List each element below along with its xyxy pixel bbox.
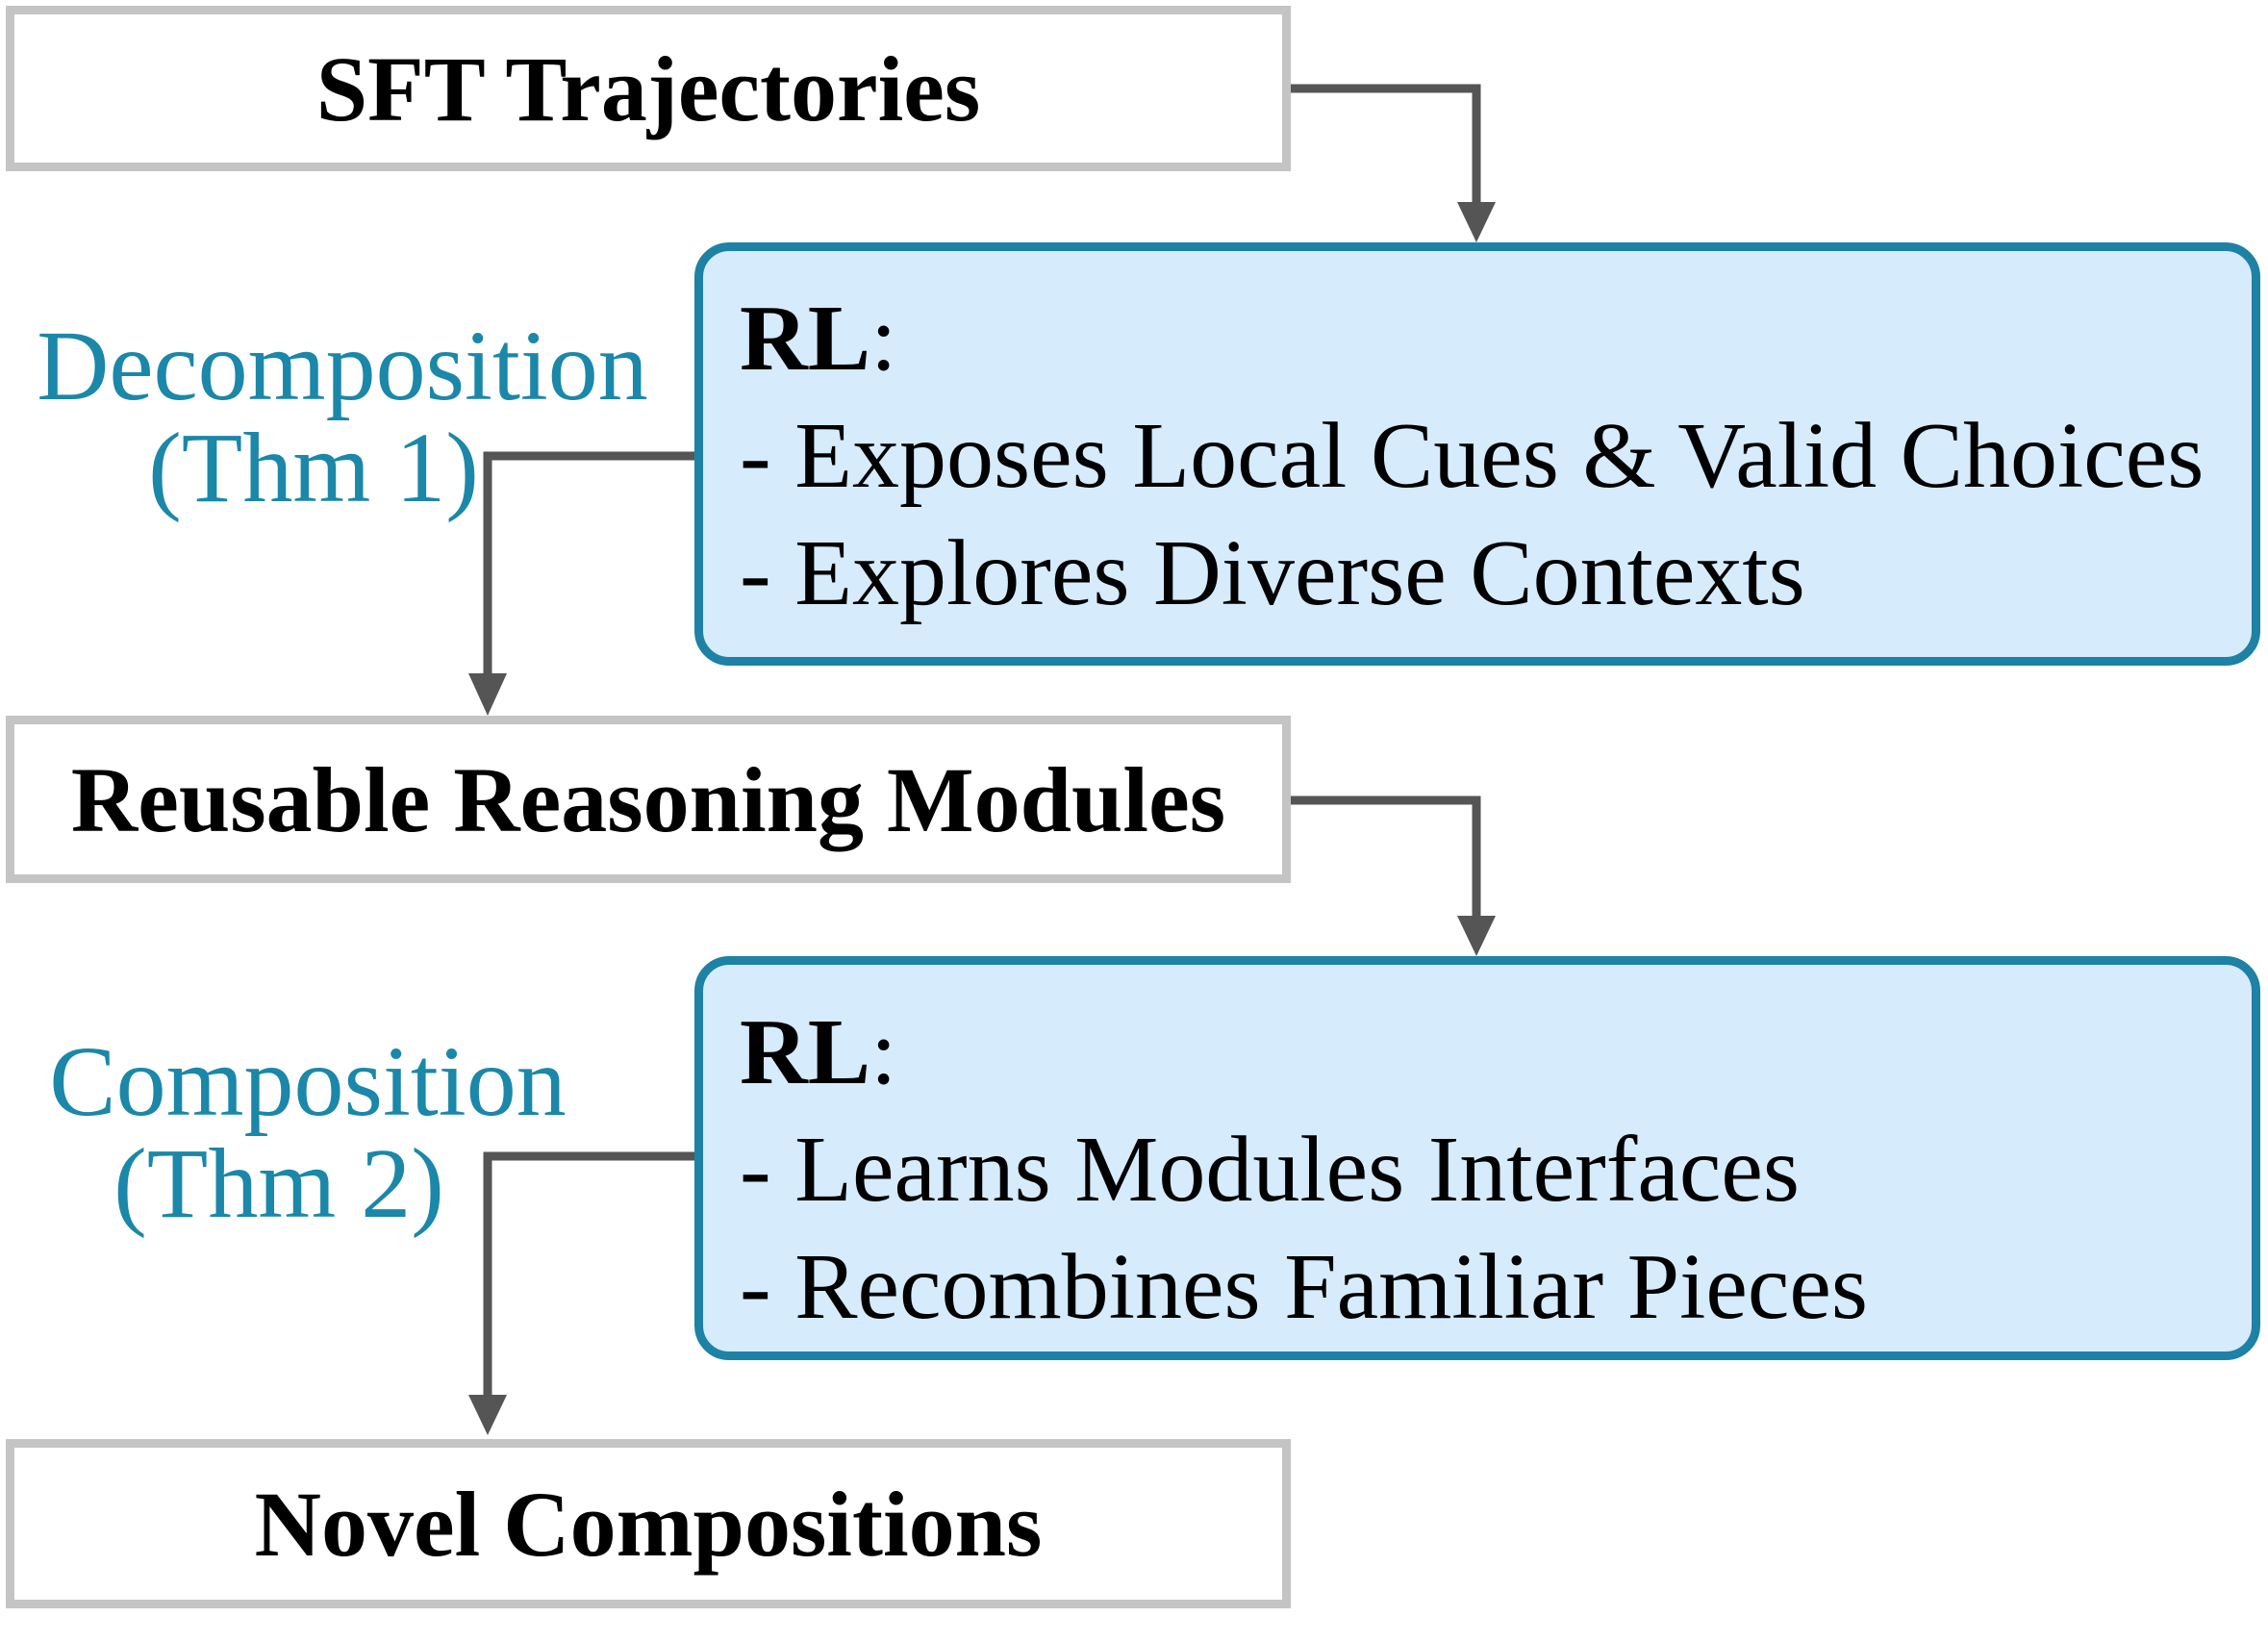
novel-compositions-label: Novel Compositions xyxy=(254,1472,1043,1576)
rl-decomposition-heading: RL: xyxy=(740,287,897,391)
sft-trajectories-label: SFT Trajectories xyxy=(315,37,981,140)
arrow-modules-to-rl2 xyxy=(1289,796,1481,916)
composition-name: Composition xyxy=(49,1026,567,1137)
composition-label: Composition (Thm 2) xyxy=(0,1031,616,1235)
decomposition-theorem: (Thm 1) xyxy=(148,413,479,523)
rl-decomposition-item: - Explores Diverse Contexts xyxy=(740,521,1805,625)
reusable-modules-label: Reusable Reasoning Modules xyxy=(70,747,1226,851)
rl-decomposition-item: - Exposes Local Cues & Valid Choices xyxy=(740,404,2205,508)
rl-decomposition-box: RL: - Exposes Local Cues & Valid Choices… xyxy=(694,242,2260,666)
arrow-sft-to-rl1 xyxy=(1289,84,1481,202)
arrowhead-modules-to-rl2 xyxy=(1457,916,1496,956)
arrow-rl1-to-modules xyxy=(483,451,694,673)
rl-composition-box: RL: - Learns Modules Interfaces - Recomb… xyxy=(694,956,2260,1360)
rl-composition-item: - Learns Modules Interfaces xyxy=(740,1118,1801,1222)
arrowhead-rl1-to-modules xyxy=(468,673,507,716)
sft-trajectories-box: SFT Trajectories xyxy=(6,6,1291,171)
novel-compositions-box: Novel Compositions xyxy=(6,1439,1291,1608)
arrowhead-sft-to-rl1 xyxy=(1457,202,1496,242)
arrowhead-rl2-to-novel xyxy=(468,1395,507,1435)
decomposition-name: Decomposition xyxy=(37,311,648,421)
rl-composition-heading: RL: xyxy=(740,1000,897,1104)
rl-composition-item: - Recombines Familiar Pieces xyxy=(740,1235,1868,1339)
arrow-rl2-to-novel xyxy=(483,1151,694,1395)
decomposition-label: Decomposition (Thm 1) xyxy=(0,316,685,519)
reusable-modules-box: Reusable Reasoning Modules xyxy=(6,716,1291,883)
composition-theorem: (Thm 2) xyxy=(113,1128,444,1239)
